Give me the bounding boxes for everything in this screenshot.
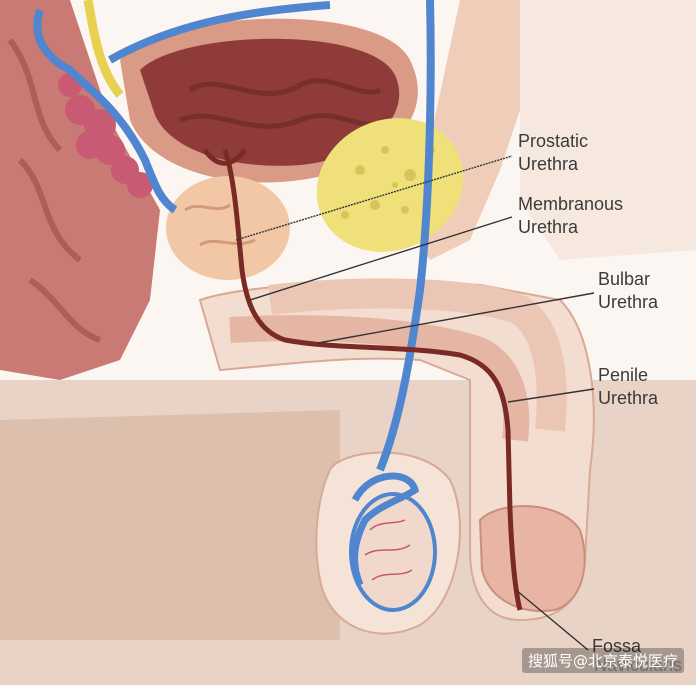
thigh-shadow	[0, 410, 340, 640]
vas-deferens-right	[376, 0, 435, 472]
label-membranous-line2: Urethra	[518, 217, 579, 237]
label-penile-line1: Penile	[598, 365, 649, 385]
prostate-texture	[184, 203, 256, 247]
prostate	[166, 176, 290, 280]
leader-fossa	[515, 589, 589, 651]
leader-membranous	[249, 216, 513, 301]
label-penile-urethra: Penile Urethra	[598, 364, 658, 410]
urethra	[222, 149, 523, 611]
label-bulbar-line1: Bulbar	[598, 269, 651, 289]
ureter	[83, 0, 124, 98]
testis	[349, 492, 437, 612]
testis-vessels	[364, 519, 413, 581]
label-membranous-line1: Membranous	[518, 194, 624, 214]
label-membranous-urethra: Membranous Urethra	[518, 193, 623, 239]
seminal-vesicles	[58, 73, 153, 198]
label-fossa-line1: Fossa	[592, 636, 642, 656]
label-bulbar-line2: Urethra	[598, 292, 659, 312]
label-prostatic-line2: Urethra	[518, 154, 579, 174]
label-navicularis: Navicularis	[594, 655, 683, 675]
label-fossa: Fossa	[592, 635, 641, 658]
bladder-folds	[179, 78, 387, 129]
leader-lines	[235, 155, 595, 651]
vessel-top	[108, 1, 331, 64]
label-penile-line2: Urethra	[598, 388, 659, 408]
label-prostatic-urethra: Prostatic Urethra	[518, 130, 588, 176]
watermark: 搜狐号@北京泰悦医疗	[521, 648, 684, 673]
glans	[478, 505, 586, 612]
corpus-cavernosum	[268, 278, 567, 432]
bladder-neck	[202, 148, 247, 166]
abdominal-skin	[520, 0, 696, 260]
corpus-spongiosum	[229, 315, 530, 442]
bladder	[140, 38, 400, 166]
label-bulbar-urethra: Bulbar Urethra	[598, 268, 658, 314]
vas-deferens-left	[33, 8, 178, 214]
rectum-folds	[7, 38, 102, 343]
leader-penile	[507, 388, 595, 403]
label-prostatic-line1: Prostatic	[518, 131, 589, 151]
epididymis	[351, 472, 419, 587]
leader-prostatic	[235, 155, 513, 241]
leader-bulbar	[317, 292, 595, 344]
